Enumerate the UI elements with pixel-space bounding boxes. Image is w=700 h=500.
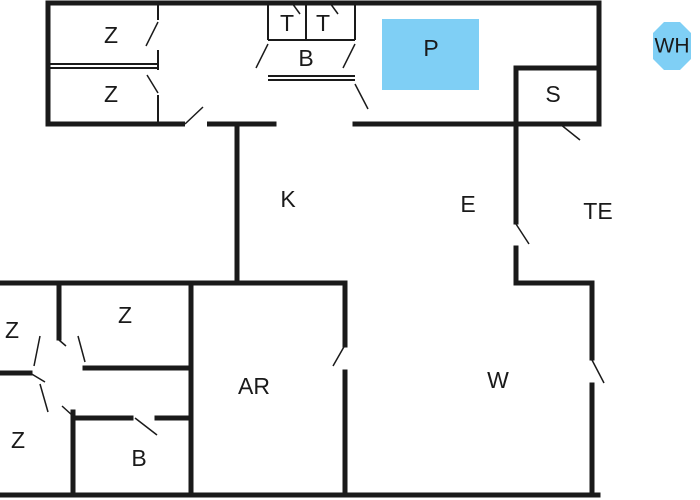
room-labels: Z Z T T B P WH S K E TE Z Z Z AR B W (5, 10, 690, 471)
room-label-te: TE (583, 198, 612, 224)
room-label-z-top-2: Z (104, 81, 118, 107)
room-label-t-1: T (280, 10, 294, 36)
room-label-pool: P (423, 35, 438, 61)
room-label-t-2: T (316, 10, 330, 36)
room-label-e: E (460, 191, 475, 217)
doors (29, 2, 605, 436)
partitions (48, 3, 356, 124)
room-label-b-top: B (298, 45, 313, 71)
room-label-b-bottom: B (131, 445, 146, 471)
room-label-z-left-2: Z (11, 427, 25, 453)
room-label-z-left-1: Z (5, 317, 19, 343)
room-label-ar: AR (238, 373, 270, 399)
room-label-k: K (280, 186, 296, 212)
room-label-s: S (545, 81, 560, 107)
room-label-w: W (487, 367, 509, 393)
walls (0, 0, 602, 498)
room-label-z-top-1: Z (104, 22, 118, 48)
whirlpool (653, 22, 691, 70)
room-label-z-bot-1: Z (118, 302, 132, 328)
room-label-whirlpool: WH (655, 35, 690, 58)
pool (382, 19, 479, 90)
